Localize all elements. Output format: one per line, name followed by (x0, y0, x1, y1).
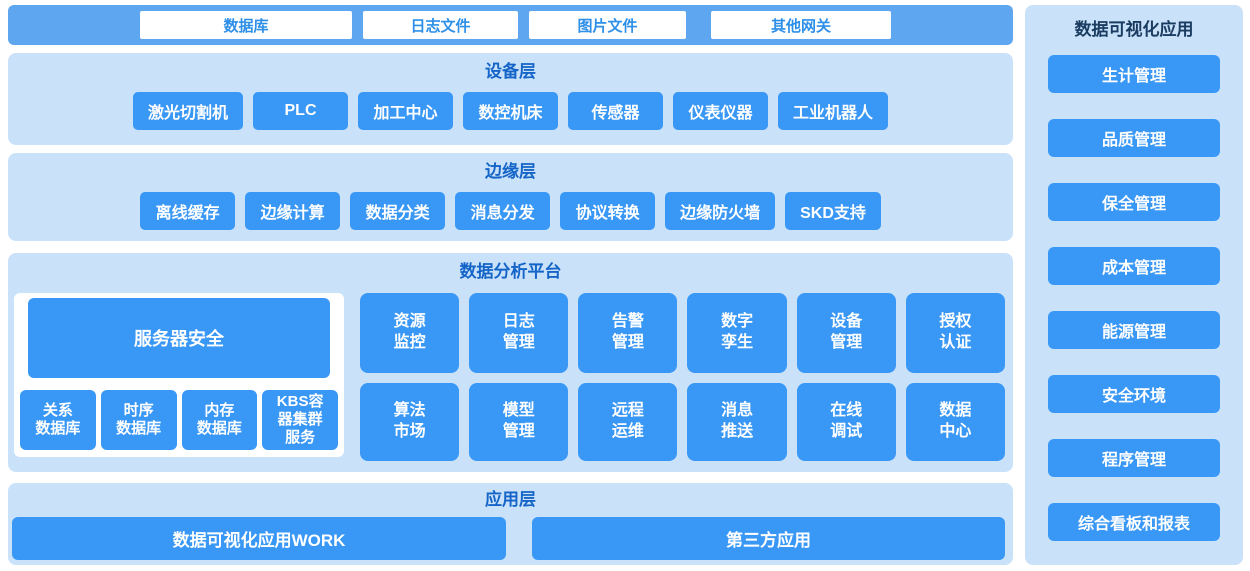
edge-button-message-dispatch[interactable]: 消息分发 (455, 192, 551, 230)
sidebar-panel: 数据可视化应用 生计管理 品质管理 保全管理 成本管理 能源管理 安全环境 程序… (1025, 5, 1243, 565)
cell-resource-monitor[interactable]: 资源 监控 (360, 293, 460, 373)
cell-log-management[interactable]: 日志 管理 (469, 293, 569, 373)
device-button-plc[interactable]: PLC (253, 92, 348, 130)
sidebar-item-maintenance-management[interactable]: 保全管理 (1048, 183, 1220, 221)
cell-device-management[interactable]: 设备 管理 (796, 293, 896, 373)
edge-button-protocol-conversion[interactable]: 协议转换 (560, 192, 656, 230)
platform-panel: 数据分析平台 服务器安全 关系 数据库 时序 数据库 内存 数据库 KBS容 器… (8, 253, 1013, 472)
device-button-machining-center[interactable]: 加工中心 (358, 92, 453, 130)
platform-title: 数据分析平台 (459, 262, 562, 281)
sidebar-item-cost-management[interactable]: 成本管理 (1048, 247, 1220, 285)
app-layer-panel: 应用层 数据可视化应用WORK 第三方应用 (8, 483, 1013, 565)
device-button-instruments[interactable]: 仪表仪器 (673, 92, 768, 130)
sidebar-list: 生计管理 品质管理 保全管理 成本管理 能源管理 安全环境 程序管理 综合看板和… (1048, 55, 1220, 541)
db-button-memory[interactable]: 内存 数据库 (181, 390, 258, 450)
gateway-button-log-files[interactable]: 日志文件 (363, 11, 518, 39)
server-storage-group: 服务器安全 关系 数据库 时序 数据库 内存 数据库 KBS容 器集群 服务 (14, 293, 344, 457)
device-button-industrial-robot[interactable]: 工业机器人 (778, 92, 889, 130)
gateway-button-other-gateways[interactable]: 其他网关 (711, 11, 891, 39)
cell-data-center[interactable]: 数据 中心 (905, 383, 1005, 461)
cell-model-management[interactable]: 模型 管理 (469, 383, 569, 461)
app-layer-title: 应用层 (485, 490, 536, 509)
sidebar-item-program-management[interactable]: 程序管理 (1048, 439, 1220, 477)
cell-remote-ops[interactable]: 远程 运维 (578, 383, 678, 461)
edge-layer-title: 边缘层 (485, 162, 536, 181)
cell-message-push[interactable]: 消息 推送 (687, 383, 787, 461)
sidebar-title: 数据可视化应用 (1074, 20, 1194, 39)
device-layer-row: 激光切割机 PLC 加工中心 数控机床 传感器 仪表仪器 工业机器人 (8, 92, 1013, 130)
sidebar-item-quality-management[interactable]: 品质管理 (1048, 119, 1220, 157)
db-button-timeseries[interactable]: 时序 数据库 (100, 390, 177, 450)
device-button-sensor[interactable]: 传感器 (568, 92, 663, 130)
edge-button-edge-firewall[interactable]: 边缘防火墙 (665, 192, 776, 230)
cell-algorithm-market[interactable]: 算法 市场 (360, 383, 460, 461)
cell-digital-twin[interactable]: 数字 孪生 (687, 293, 787, 373)
platform-grid: 资源 监控 日志 管理 告警 管理 数字 孪生 设备 管理 授权 认证 算法 市… (360, 293, 1005, 461)
edge-button-edge-computing[interactable]: 边缘计算 (245, 192, 341, 230)
cell-alarm-management[interactable]: 告警 管理 (578, 293, 678, 373)
gateway-button-image-files[interactable]: 图片文件 (529, 11, 686, 39)
db-button-relational[interactable]: 关系 数据库 (20, 390, 96, 450)
edge-button-offline-cache[interactable]: 离线缓存 (140, 192, 236, 230)
cell-online-debug[interactable]: 在线 调试 (796, 383, 896, 461)
database-row: 关系 数据库 时序 数据库 内存 数据库 KBS容 器集群 服务 (20, 390, 338, 450)
app-button-data-viz-work[interactable]: 数据可视化应用WORK (12, 517, 506, 560)
edge-button-data-classification[interactable]: 数据分类 (350, 192, 446, 230)
sidebar-item-energy-management[interactable]: 能源管理 (1048, 311, 1220, 349)
db-button-kbs-container-cluster[interactable]: KBS容 器集群 服务 (262, 390, 338, 450)
edge-layer-panel: 边缘层 离线缓存 边缘计算 数据分类 消息分发 协议转换 边缘防火墙 SKD支持 (8, 153, 1013, 241)
device-button-laser-cutter[interactable]: 激光切割机 (132, 92, 243, 130)
edge-layer-row: 离线缓存 边缘计算 数据分类 消息分发 协议转换 边缘防火墙 SKD支持 (8, 192, 1013, 230)
cell-authorization[interactable]: 授权 认证 (905, 293, 1005, 373)
sidebar-item-dashboard-reports[interactable]: 综合看板和报表 (1048, 503, 1220, 541)
device-layer-title: 设备层 (485, 62, 536, 81)
gateway-button-database[interactable]: 数据库 (140, 11, 352, 39)
server-security-button[interactable]: 服务器安全 (28, 298, 330, 378)
sidebar-item-safety-environment[interactable]: 安全环境 (1048, 375, 1220, 413)
sidebar-item-livelihood-management[interactable]: 生计管理 (1048, 55, 1220, 93)
edge-button-sdk-support[interactable]: SKD支持 (785, 192, 881, 230)
gateway-bar: 数据库 日志文件 图片文件 其他网关 (8, 5, 1013, 45)
device-button-cnc-machine[interactable]: 数控机床 (463, 92, 558, 130)
device-layer-panel: 设备层 激光切割机 PLC 加工中心 数控机床 传感器 仪表仪器 工业机器人 (8, 53, 1013, 145)
app-button-third-party[interactable]: 第三方应用 (532, 517, 1005, 560)
